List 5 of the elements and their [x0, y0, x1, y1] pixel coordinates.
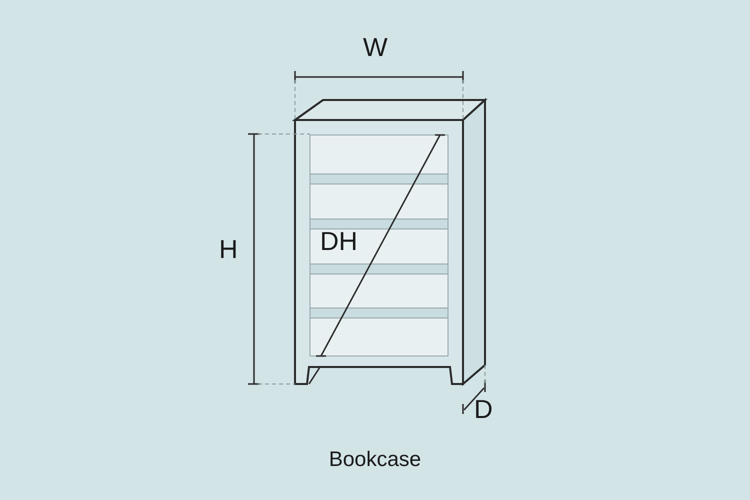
dimension-label: DH	[320, 228, 358, 254]
caption: Bookcase	[328, 447, 422, 473]
dimension-label: W	[363, 34, 388, 60]
dimension-label: D	[474, 396, 493, 422]
dimension-label: H	[219, 236, 238, 262]
